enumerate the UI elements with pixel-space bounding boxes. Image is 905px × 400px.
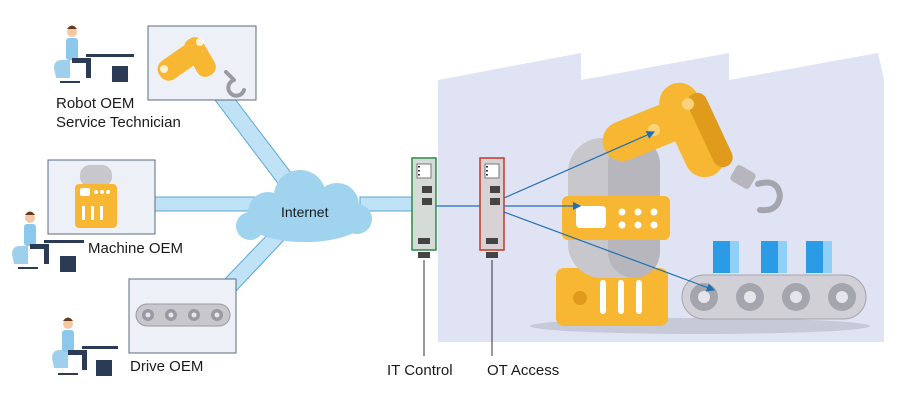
ot-access-device bbox=[479, 157, 505, 258]
machine-oem-label: Machine OEM bbox=[88, 240, 184, 257]
drive-oem-label: Drive OEM bbox=[130, 358, 204, 375]
robot-oem-technician-icon bbox=[54, 25, 134, 83]
robot-oem-label: Robot OEM Service Technician bbox=[56, 95, 181, 131]
drive-oem-panel bbox=[128, 278, 237, 354]
access-arrows bbox=[503, 131, 716, 292]
machine-oem-panel bbox=[47, 159, 156, 235]
drive-oem-technician-icon bbox=[52, 317, 118, 376]
it-control-device bbox=[411, 157, 437, 258]
machine-icon bbox=[75, 165, 117, 228]
internet-label: Internet bbox=[281, 204, 329, 220]
it-control-label: IT Control bbox=[387, 362, 453, 379]
arrow-to-robot-arm bbox=[503, 131, 656, 199]
factory-robot-icon bbox=[530, 82, 870, 334]
conveyor-icon bbox=[135, 303, 231, 327]
factory-conveyor-icon bbox=[681, 241, 867, 320]
link-robot-to-internet bbox=[211, 89, 296, 187]
robot-oem-panel bbox=[147, 25, 257, 101]
internet-cloud bbox=[236, 170, 372, 242]
ot-access-label: OT Access bbox=[487, 362, 560, 379]
robot-arm-icon bbox=[157, 37, 246, 98]
machine-oem-technician-icon bbox=[12, 211, 84, 272]
network-links bbox=[153, 89, 413, 293]
arrow-to-conveyor bbox=[503, 211, 716, 292]
